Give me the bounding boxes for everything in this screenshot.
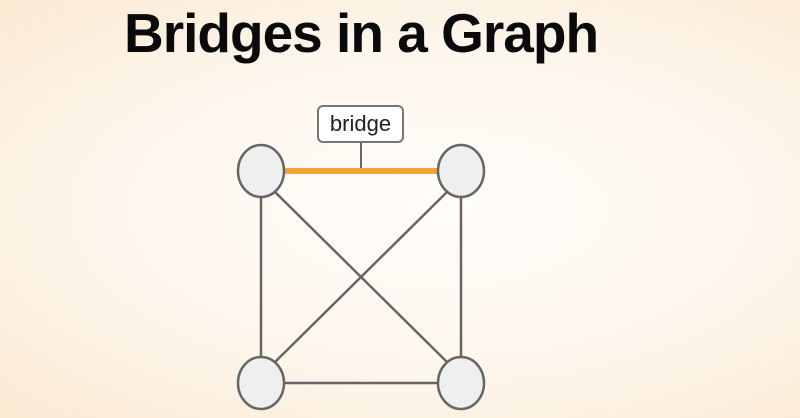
node-bottom-right <box>436 355 486 411</box>
edge-diagonal-tr-bl <box>274 191 448 363</box>
node-bottom-left <box>236 355 286 411</box>
bridge-callout-label: bridge <box>317 105 404 143</box>
nodes <box>236 143 486 411</box>
node-top-right <box>436 143 486 199</box>
node-top-left <box>236 143 286 199</box>
bridge-callout-text: bridge <box>329 111 392 136</box>
page-title: Bridges in a Graph <box>124 2 599 64</box>
edges <box>259 191 463 385</box>
